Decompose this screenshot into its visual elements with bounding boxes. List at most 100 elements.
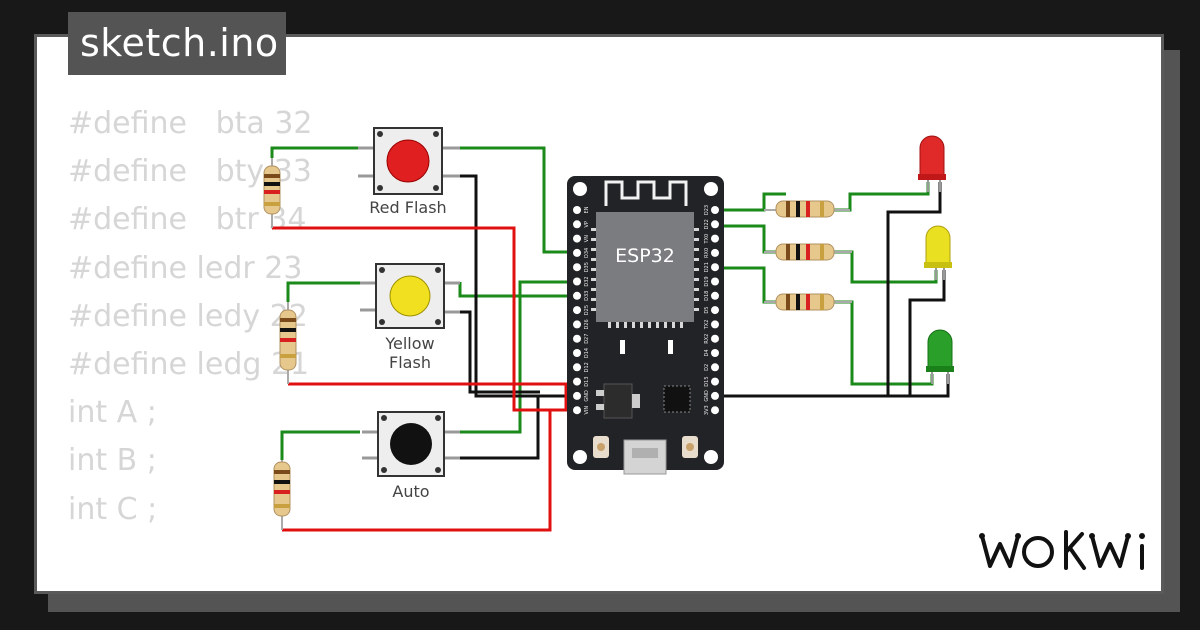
button-auto[interactable]: Auto — [362, 411, 460, 501]
pin-label: D23 — [704, 205, 710, 215]
pin-left-10[interactable] — [573, 349, 581, 357]
code-line: #define ledr 23 — [68, 250, 303, 286]
pin-right-10[interactable] — [711, 349, 719, 357]
pin-left-4[interactable] — [573, 263, 581, 272]
pin-right-8[interactable] — [711, 320, 719, 329]
wire-power — [282, 408, 578, 532]
pin-left-12[interactable] — [573, 377, 581, 386]
button-label: Red Flash — [369, 198, 446, 217]
pin-label: D4 — [704, 349, 710, 356]
resistor-right-2[interactable] — [764, 243, 852, 261]
right-pin-header: D23D22TX0RX0D21D19D18D5TX2RX2D4D2D15GND3… — [704, 205, 719, 415]
pin-label: VP — [584, 221, 590, 227]
left-pin-header: ENVPVND34D35D32D33D25D26D27D14D12D13GNDV… — [573, 206, 590, 415]
pin-label: D14 — [584, 348, 590, 358]
pin-right-2[interactable] — [711, 234, 719, 243]
pin-left-2[interactable] — [573, 234, 581, 243]
led-green[interactable] — [926, 329, 954, 384]
pin-left-8[interactable] — [573, 320, 581, 329]
pin-left-3[interactable] — [573, 248, 581, 257]
code-line: int B ; — [68, 443, 157, 479]
button-cap — [389, 275, 431, 317]
pin-label: D12 — [584, 362, 590, 372]
pin-left-0[interactable] — [573, 206, 581, 214]
pin-label: VN — [584, 235, 590, 242]
button-red-flash[interactable]: Red Flash — [358, 127, 460, 217]
resistor-right-3[interactable] — [764, 293, 852, 311]
pin-right-7[interactable] — [711, 306, 719, 315]
led-yellow[interactable] — [924, 225, 952, 280]
pin-label: D2 — [704, 364, 710, 371]
pin-right-1[interactable] — [711, 220, 719, 229]
wire-signal — [714, 266, 786, 304]
pin-right-5[interactable] — [711, 277, 719, 286]
pin-right-14[interactable] — [711, 406, 719, 415]
wire-power — [272, 226, 578, 412]
code-line: int A ; — [68, 395, 157, 431]
resistor-left-3[interactable] — [273, 460, 291, 530]
wire-signal — [714, 224, 786, 254]
wires — [270, 146, 950, 532]
pin-right-11[interactable] — [711, 363, 719, 372]
code-line: #define ledy 22 — [68, 298, 308, 334]
pin-label: D15 — [704, 376, 710, 386]
pin-left-1[interactable] — [573, 220, 581, 229]
pin-left-13[interactable] — [573, 391, 581, 400]
pin-label: GND — [584, 390, 590, 402]
wire-ground — [888, 270, 946, 398]
code-line: #define ledg 21 — [68, 346, 310, 382]
pin-left-11[interactable] — [573, 363, 581, 372]
resistor-right-1[interactable] — [764, 200, 850, 218]
wire-signal — [286, 281, 360, 302]
led-red[interactable] — [918, 135, 946, 192]
wire-signal — [832, 300, 934, 386]
button-label: Auto — [392, 482, 429, 501]
resistor-left-1[interactable] — [263, 158, 281, 228]
wire-signal — [270, 146, 358, 158]
pin-left-5[interactable] — [573, 277, 581, 286]
antenna-trace — [604, 180, 688, 206]
pin-right-3[interactable] — [711, 248, 719, 257]
pin-right-6[interactable] — [711, 291, 719, 300]
pin-left-7[interactable] — [573, 306, 581, 315]
pin-label: D25 — [584, 305, 590, 315]
code-preview: #define bta 32 #define bty 33 #define bt… — [68, 100, 313, 534]
pin-right-12[interactable] — [711, 377, 719, 386]
board-label: ESP32 — [615, 245, 675, 267]
voltage-regulator — [603, 383, 633, 419]
pin-label: D34 — [584, 248, 590, 258]
sketch-title-tab[interactable]: sketch.ino — [68, 12, 286, 75]
code-line: #define bta 32 — [68, 106, 313, 141]
resistor-left-2[interactable] — [279, 302, 297, 384]
pin-label: RX0 — [704, 248, 710, 258]
pin-label: D33 — [584, 291, 590, 301]
pin-right-4[interactable] — [711, 263, 719, 272]
pin-label: D32 — [584, 276, 590, 286]
pin-right-0[interactable] — [711, 206, 719, 214]
module-pins — [591, 228, 699, 328]
wire-signal — [280, 430, 360, 460]
pin-label: D18 — [704, 291, 710, 301]
wire-power — [288, 382, 568, 410]
pin-label: 3V3 — [704, 405, 710, 415]
button-yellow-flash[interactable]: Yellow Flash — [360, 263, 460, 372]
pin-right-13[interactable] — [711, 391, 719, 400]
pin-label: D21 — [704, 262, 710, 272]
esp32-board[interactable]: ESP32 ENVPVND34D35D32D33D25D26D27D14D12D… — [567, 176, 724, 475]
code-line: #define btr 34 — [68, 202, 307, 238]
pin-right-9[interactable] — [711, 334, 719, 343]
pin-label: D27 — [584, 334, 590, 344]
pin-left-9[interactable] — [573, 334, 581, 343]
pin-label: GND — [704, 390, 710, 402]
pin-label: RX2 — [704, 334, 710, 344]
pin-left-14[interactable] — [573, 406, 581, 415]
wokwi-logo — [979, 530, 1145, 570]
wire-signal — [832, 250, 938, 284]
wire-signal — [714, 192, 786, 212]
pin-left-6[interactable] — [573, 291, 581, 300]
wifi-module — [596, 212, 694, 322]
wire-ground — [460, 174, 578, 398]
button-label: Yellow — [384, 334, 434, 353]
usb-chip — [663, 385, 691, 413]
